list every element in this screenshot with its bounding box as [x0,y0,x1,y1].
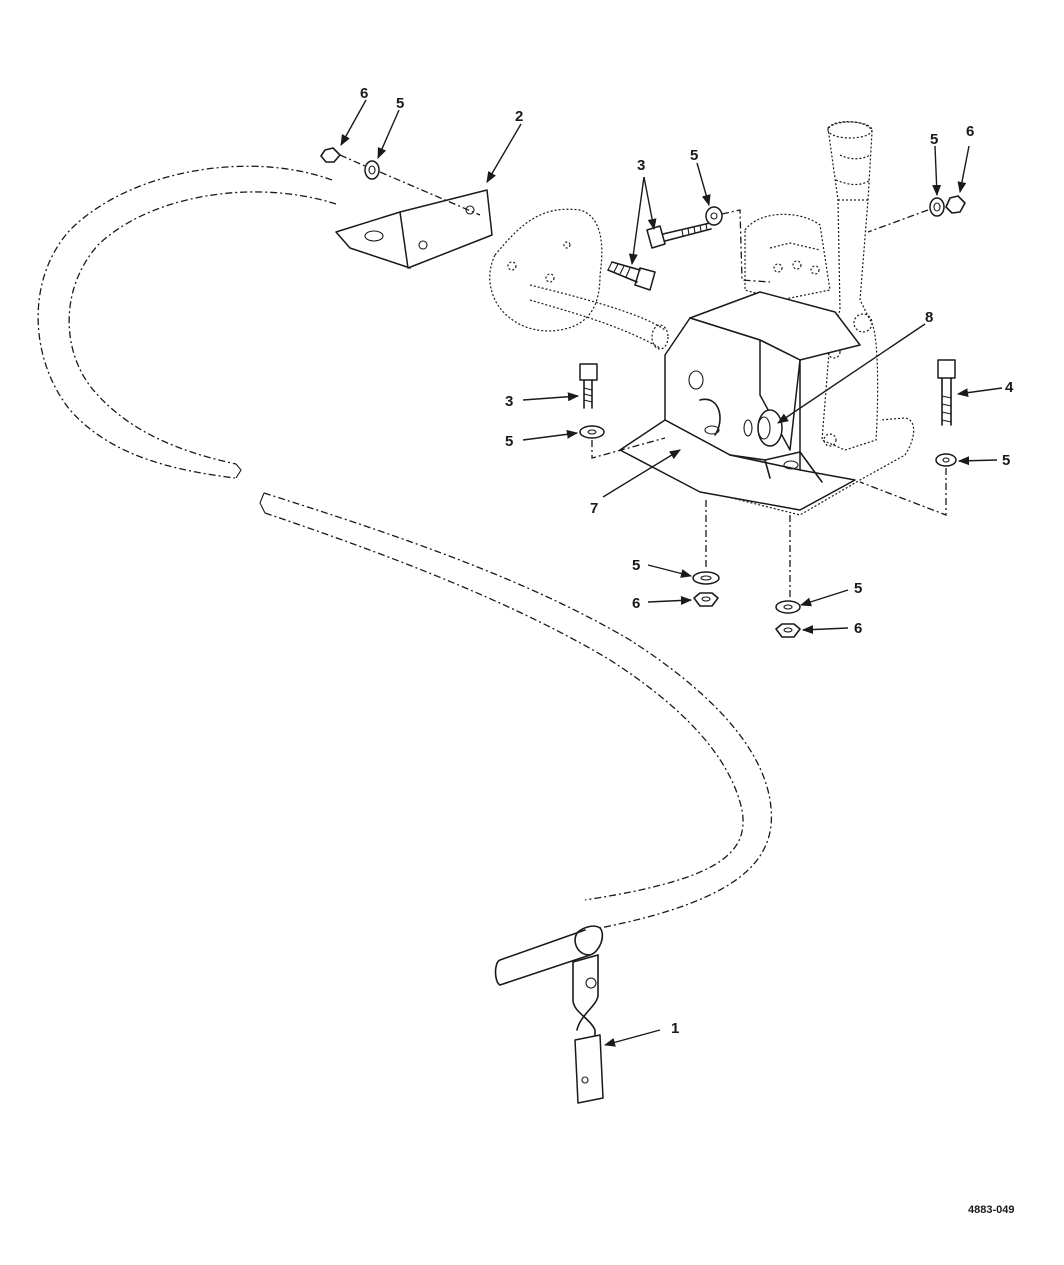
washer-right [860,454,956,515]
bolt-part-3-upper [647,223,711,248]
washer-set-top-mid [706,207,770,282]
washer-nut-set-lower-left [693,500,719,606]
callout-6-lower-left: 6 [632,595,640,612]
bolt-part-4 [938,360,955,425]
callout-7: 7 [590,500,598,517]
callout-5-top-right: 5 [930,131,938,148]
callout-5-left: 5 [505,433,513,450]
callout-2: 2 [515,108,523,125]
mounting-plate-left [490,209,602,331]
cable [38,166,771,985]
clip-part-1 [573,955,603,1103]
callout-6-top-left: 6 [360,85,368,102]
figure-id: 4883-049 [968,1204,1015,1216]
callout-5-lower-left: 5 [632,557,640,574]
callout-8: 8 [925,309,933,326]
callout-3-upper: 3 [637,157,645,174]
callout-6-lower-right: 6 [854,620,862,637]
callout-1: 1 [671,1020,679,1037]
callout-4: 4 [1005,379,1014,396]
bolt-part-3-left [580,364,597,408]
washer-nut-set-lower-right [776,515,800,637]
callout-3-left: 3 [505,393,513,410]
callout-5-lower-right: 5 [854,580,862,597]
bracket-part-2 [336,190,492,268]
bolt-part-3-middle [608,262,655,290]
washer-nut-set-top-right [868,196,965,232]
callout-5-right: 5 [1002,452,1010,469]
callout-6-top-right: 6 [966,123,974,140]
callout-5-top-mid: 5 [690,147,698,164]
callout-5-top-left: 5 [396,95,404,112]
